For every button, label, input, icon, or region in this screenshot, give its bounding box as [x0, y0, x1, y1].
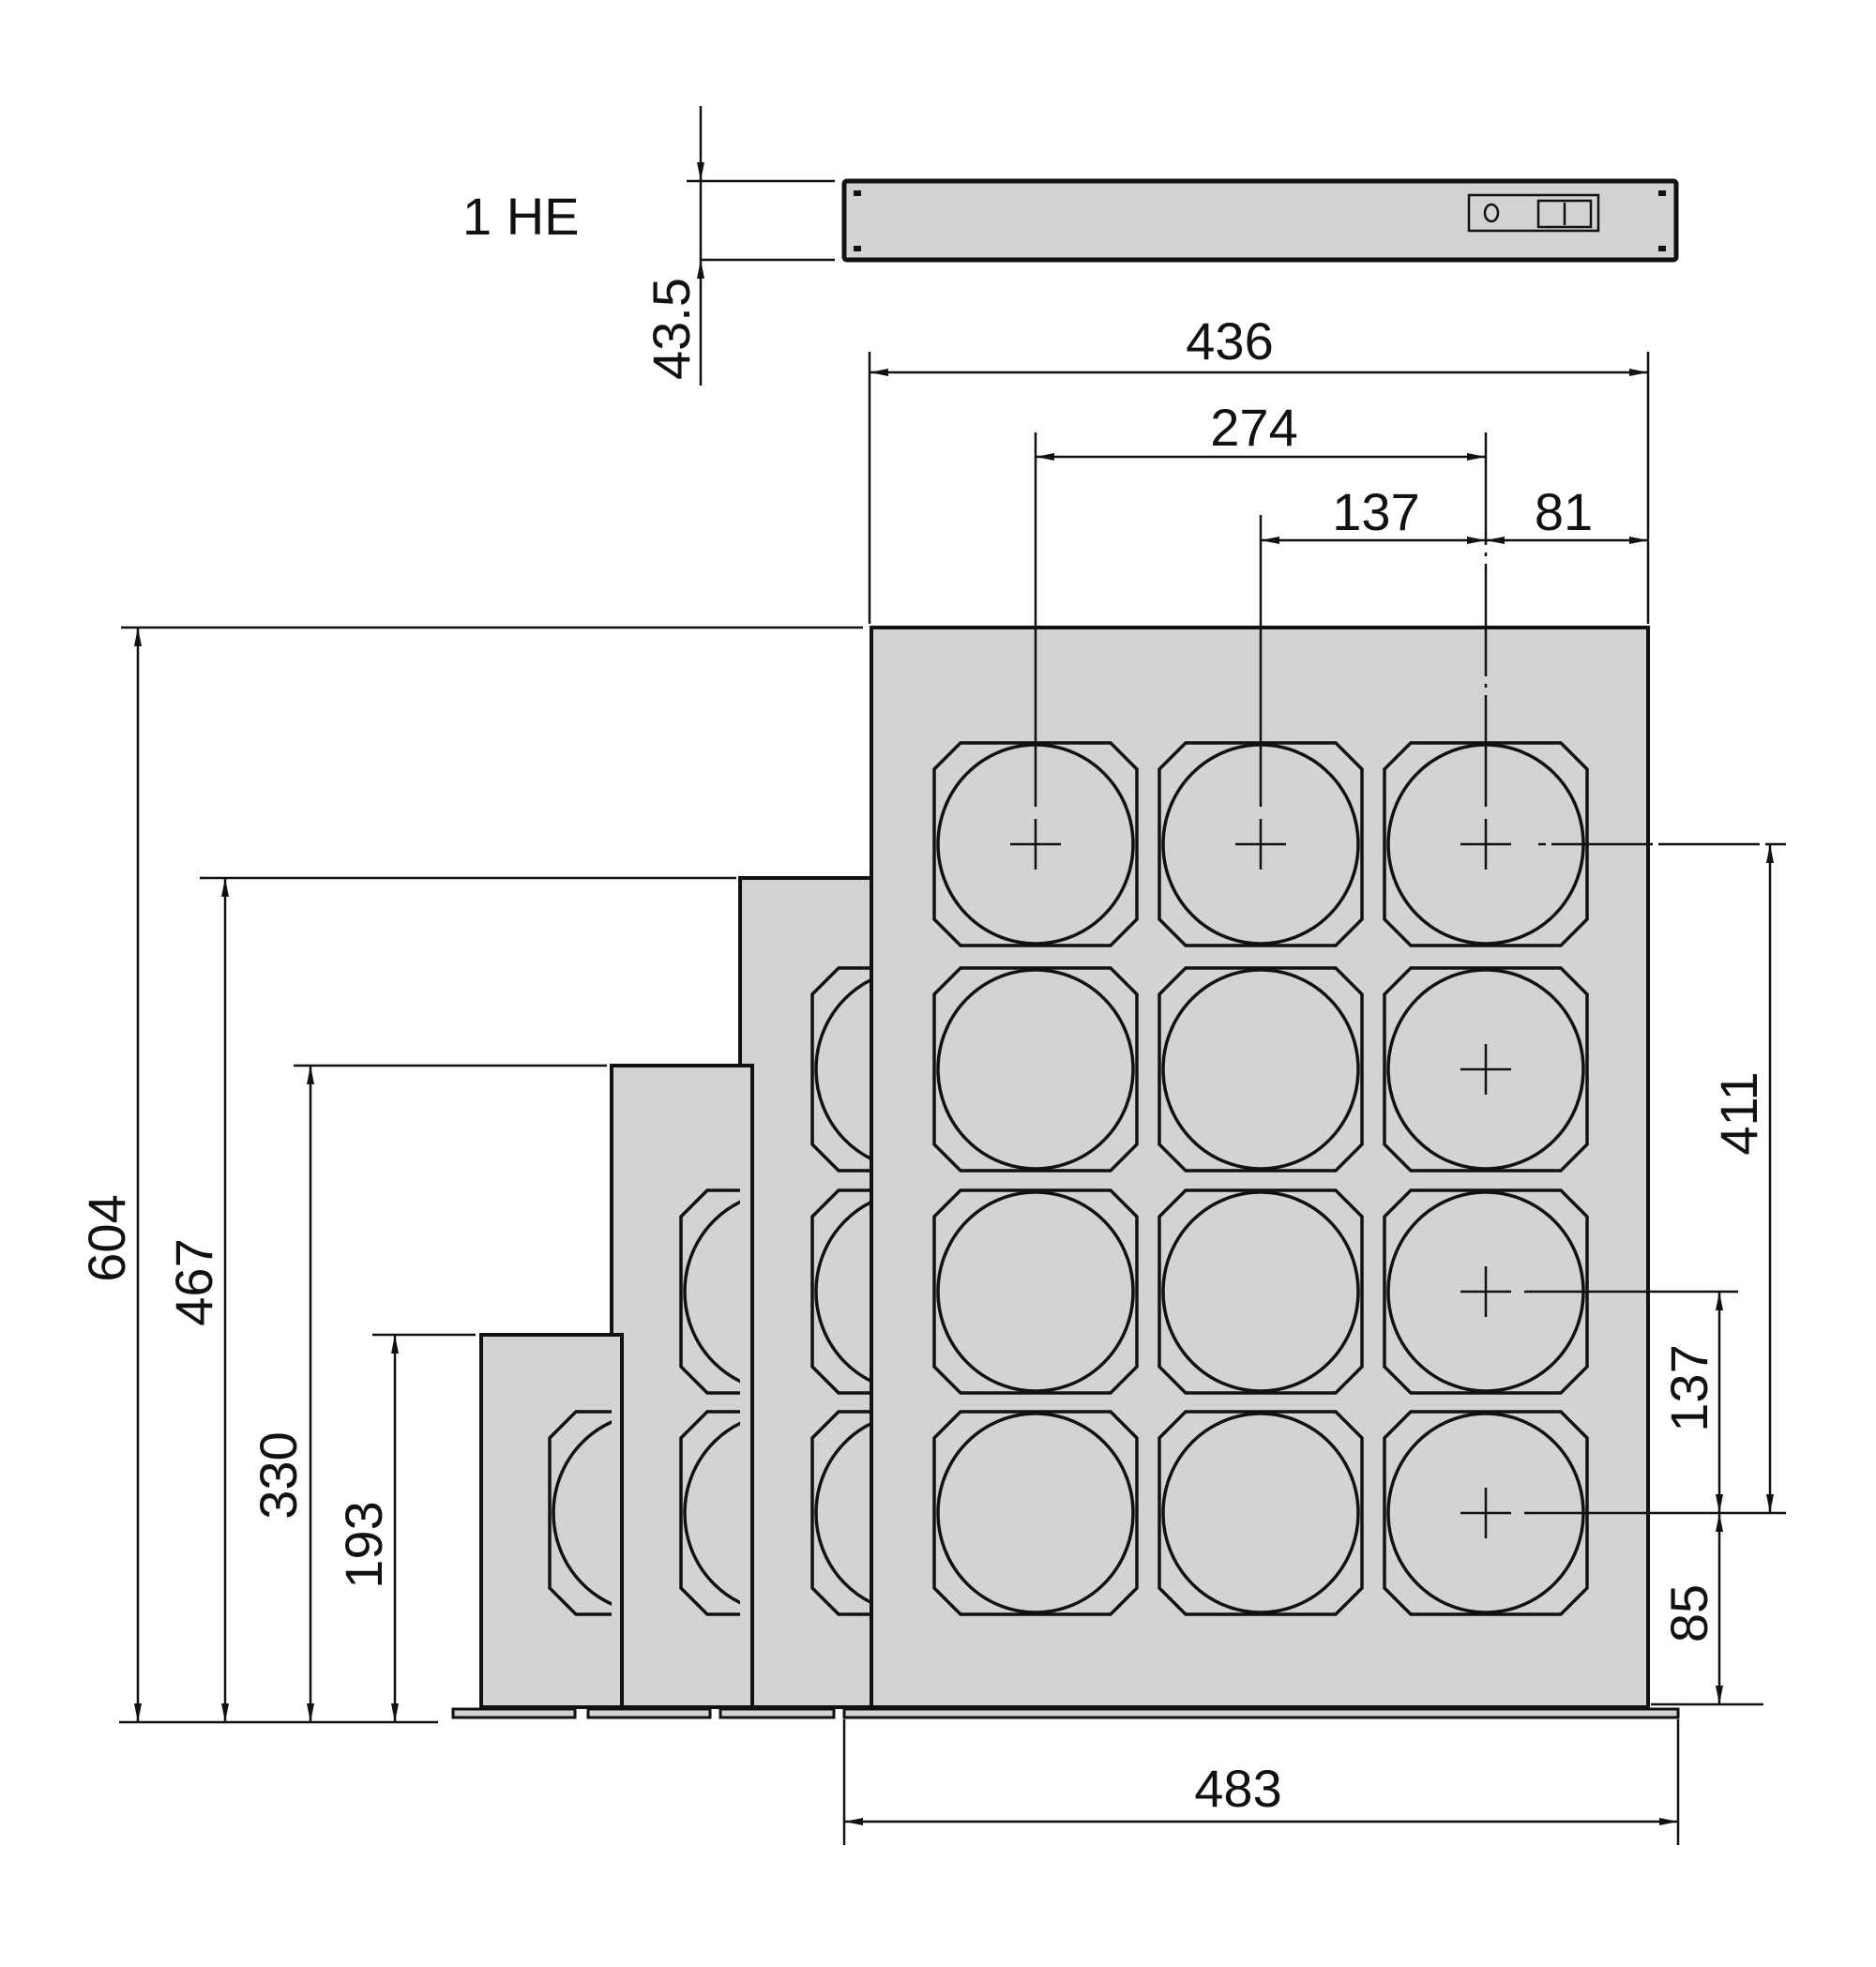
- mounting-rails: [451, 1707, 1680, 1719]
- octagon-frame: [1157, 1410, 1364, 1616]
- octagon-frame: [1383, 1410, 1589, 1616]
- center-cross-icon: [1235, 819, 1286, 870]
- dim-text-436: 436: [1186, 311, 1273, 371]
- dim-text-274: 274: [1210, 398, 1297, 457]
- cable-cutout: [810, 1188, 871, 1395]
- panel-330: [610, 1064, 754, 1709]
- panel-604: [870, 626, 1650, 1709]
- dim-text-483: 483: [1194, 1759, 1281, 1818]
- center-cross-icon: [1460, 1044, 1511, 1095]
- dim-text-81: 81: [1535, 482, 1593, 541]
- dim-unit-height: 43.5: [642, 106, 835, 386]
- cable-cutout: [679, 1410, 740, 1616]
- dim-text-604: 604: [77, 1194, 136, 1281]
- power-switch-icon: [1467, 193, 1600, 233]
- dim-text-411: 411: [1709, 1071, 1768, 1155]
- octagon-frame: [548, 1410, 612, 1616]
- octagon-frame: [932, 1188, 1139, 1395]
- circular-opening: [1161, 968, 1360, 1171]
- circular-opening: [936, 968, 1135, 1171]
- cable-cutout: [932, 966, 1139, 1173]
- circular-opening: [936, 1190, 1135, 1393]
- octagon-frame: [1157, 1188, 1364, 1395]
- octagon-frame: [932, 741, 1139, 947]
- unit-label: 1 HE: [462, 187, 580, 246]
- octagon-frame: [1157, 741, 1364, 947]
- dim-274: 274: [1034, 398, 1488, 807]
- cable-cutout: [1157, 966, 1364, 1173]
- octagon-frame: [1157, 966, 1364, 1173]
- center-cross-icon: [1010, 819, 1061, 870]
- dim-483: 483: [842, 1719, 1680, 1845]
- cable-cutout: [548, 1410, 612, 1616]
- dim-text-43-5: 43.5: [642, 278, 701, 380]
- circular-opening: [814, 977, 871, 1161]
- octagon-frame: [810, 1188, 871, 1395]
- octagon-frame: [810, 1410, 871, 1616]
- dim-right: 411 137 85: [1524, 842, 1786, 1706]
- dim-text-467: 467: [164, 1238, 223, 1325]
- circular-opening: [552, 1420, 612, 1606]
- circular-opening: [1161, 1190, 1360, 1393]
- dim-text-330: 330: [249, 1431, 308, 1519]
- dim-436: 436: [868, 311, 1650, 624]
- octagon-frame: [810, 966, 871, 1173]
- cable-cutout: [810, 1410, 871, 1616]
- center-cross-icon: [1460, 1266, 1511, 1317]
- cable-cutout: [932, 1410, 1139, 1616]
- circular-opening: [1386, 968, 1585, 1171]
- circular-opening: [683, 1421, 740, 1605]
- octagon-frame: [679, 1188, 740, 1395]
- cable-cutout: [679, 1188, 740, 1395]
- octagon-frame: [1383, 741, 1589, 947]
- octagon-frame: [1383, 1188, 1589, 1395]
- circular-opening: [1161, 1412, 1360, 1614]
- octagon-frame: [932, 966, 1139, 1173]
- cable-cutout: [1157, 1410, 1364, 1616]
- circular-opening: [683, 1200, 740, 1384]
- cable-cutout: [1157, 1188, 1364, 1395]
- dim-heights: 604 467 330 193: [77, 626, 863, 1724]
- circular-opening: [936, 1412, 1135, 1614]
- dim-81: 81: [1486, 482, 1648, 544]
- dim-text-137-v: 137: [1659, 1344, 1718, 1431]
- dim-text-85: 85: [1659, 1584, 1718, 1642]
- dim-137-horizontal: 137: [1259, 482, 1486, 807]
- cable-cutout: [810, 966, 871, 1173]
- panel-1u: [841, 178, 1679, 263]
- circular-opening: [814, 1421, 871, 1605]
- circular-opening: [814, 1200, 871, 1384]
- dim-text-193: 193: [334, 1501, 393, 1588]
- cable-cutout: [1383, 966, 1589, 1173]
- octagon-frame: [679, 1410, 740, 1616]
- panel-193: [479, 1333, 624, 1709]
- dim-text-137-h: 137: [1332, 482, 1419, 541]
- center-cross-icon: [1460, 1488, 1511, 1538]
- center-cross-icon: [1460, 819, 1511, 870]
- octagon-frame: [932, 1410, 1139, 1616]
- octagon-frame: [1383, 966, 1589, 1173]
- cable-cutout: [932, 1188, 1139, 1395]
